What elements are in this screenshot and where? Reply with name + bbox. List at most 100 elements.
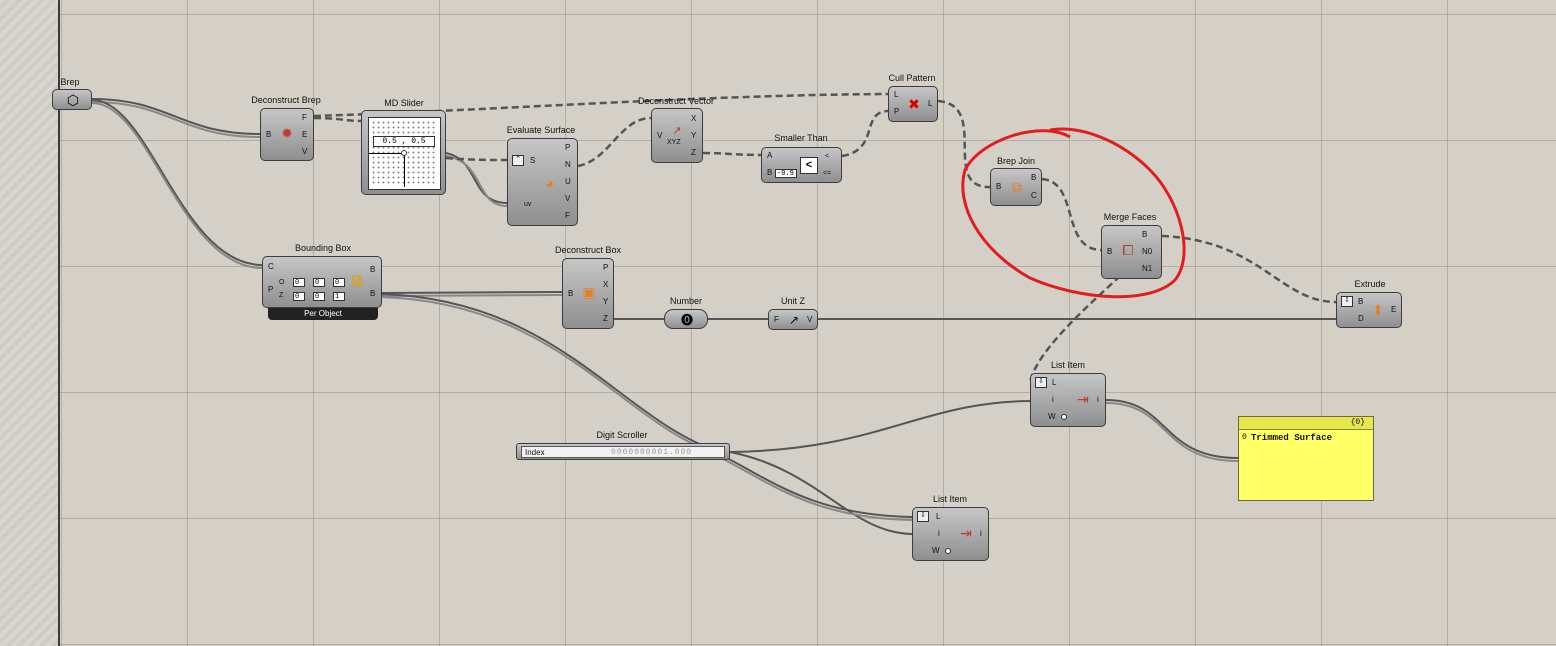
less-than-icon: < — [800, 157, 818, 174]
unit-z-icon: ↗ — [788, 313, 800, 327]
digit-scroller-title: Digit Scroller — [596, 430, 648, 440]
deconstruct-brep-component[interactable]: B ✹ F E V — [260, 108, 314, 161]
slider-handle[interactable] — [401, 150, 407, 156]
input-b: B — [767, 168, 773, 177]
input-l: L — [894, 90, 899, 99]
number-param[interactable]: ⓿ — [664, 309, 708, 329]
list-item-icon: ⇥ — [1077, 391, 1089, 407]
input-l: L — [1052, 378, 1057, 387]
origin-z[interactable]: 0 — [333, 278, 345, 287]
input-b: B — [568, 289, 574, 298]
hexagon-icon: ⬡ — [66, 92, 80, 108]
output-n: N — [565, 160, 571, 169]
b-value-field[interactable]: -0.9 — [775, 169, 797, 178]
output-lt: < — [825, 153, 830, 160]
input-l: L — [936, 512, 941, 521]
input-b: B — [1358, 297, 1364, 306]
evaluate-surface-title: Evaluate Surface — [506, 125, 576, 135]
list-item-1-title: List Item — [1050, 360, 1085, 370]
surface-point-icon: ◕ — [545, 175, 555, 191]
brep-join-component[interactable]: B ⧉ B C — [990, 168, 1042, 206]
output-z: Z — [603, 314, 608, 323]
list-item-2-title: List Item — [932, 494, 967, 504]
vector-arrow-icon: ↗ — [672, 125, 682, 137]
output-b2: B — [370, 289, 376, 298]
deconstruct-vector-component[interactable]: V ↗ XYZ X Y Z — [651, 108, 703, 163]
output-b1: B — [370, 265, 376, 274]
output-e: E — [1391, 305, 1397, 314]
deconstruct-box-component[interactable]: B ▣ P X Y Z — [562, 258, 614, 329]
merge-faces-icon: ⧠ — [1122, 242, 1134, 258]
wrap-toggle[interactable] — [1061, 414, 1067, 420]
smaller-than-component[interactable]: A B -0.9 < < <= — [761, 147, 842, 183]
output-e: E — [302, 130, 308, 139]
annotation-circle — [961, 127, 1186, 299]
input-a: A — [767, 151, 773, 160]
origin-y[interactable]: 0 — [313, 278, 325, 287]
input-f: F — [774, 315, 779, 324]
output-i: i — [980, 529, 982, 538]
output-n1: N1 — [1142, 264, 1153, 273]
evaluate-surface-component[interactable]: ⌃ S uv ◕ P N U V F — [507, 138, 578, 226]
origin-x[interactable]: 0 — [293, 278, 305, 287]
input-i: i — [1052, 395, 1054, 404]
digit-scroller[interactable]: Index 0000000001.000 — [516, 443, 730, 460]
scroller-digits[interactable]: 0000000001.000 — [611, 448, 693, 457]
output-v: V — [302, 147, 308, 156]
flatten-icon[interactable]: ⇩ — [917, 511, 929, 522]
output-p: P — [603, 263, 609, 272]
smaller-than-title: Smaller Than — [774, 133, 828, 143]
output-v: V — [565, 194, 571, 203]
input-p: P — [894, 107, 900, 116]
zaxis-z[interactable]: 1 — [333, 292, 345, 301]
output-le: <= — [823, 170, 832, 177]
reparam-icon[interactable]: ⌃ — [512, 155, 524, 166]
flatten-icon[interactable]: ⇩ — [1341, 296, 1353, 307]
flatten-icon[interactable]: ⇩ — [1035, 377, 1047, 388]
wrap-toggle[interactable] — [945, 548, 951, 554]
deconstruct-brep-title: Deconstruct Brep — [251, 95, 321, 105]
output-panel[interactable]: {0} 0 Trimmed Surface — [1238, 416, 1374, 501]
zaxis-y[interactable]: 0 — [313, 292, 325, 301]
output-x: X — [691, 114, 697, 123]
merge-faces-component[interactable]: B ⧠ B N0 N1 — [1101, 225, 1162, 279]
extrude-icon: ⬆ — [1372, 302, 1384, 318]
cull-x-icon: ✖ — [908, 96, 920, 112]
output-n0: N0 — [1142, 247, 1153, 256]
brep-join-icon: ⧉ — [1012, 179, 1022, 195]
md-slider-title: MD Slider — [384, 98, 424, 108]
xyz-label: XYZ — [667, 139, 681, 146]
input-v: V — [657, 131, 663, 140]
output-p: P — [565, 143, 571, 152]
input-w: W — [1048, 412, 1056, 421]
brep-param[interactable]: ⬡ — [52, 89, 92, 110]
bounding-box-mode-footer[interactable]: Per Object — [268, 308, 378, 320]
box-icon: ▣ — [582, 284, 596, 300]
input-c: C — [268, 262, 274, 271]
extrude-title: Extrude — [1354, 279, 1386, 289]
bounding-box-component[interactable]: C P O 0 0 0 Z 0 0 1 ⚄ B B — [262, 256, 382, 308]
md-slider[interactable]: 0.5 , 0.5 — [361, 110, 446, 195]
unit-z-title: Unit Z — [780, 296, 805, 306]
unit-z-component[interactable]: F ↗ V — [768, 309, 818, 330]
slider-value: 0.5 , 0.5 — [373, 136, 435, 147]
output-l: L — [928, 99, 933, 108]
input-s: S — [530, 156, 536, 165]
scroller-label: Index — [525, 448, 545, 457]
list-item-1-component[interactable]: ⇩ L i W ⇥ i — [1030, 373, 1106, 427]
brep-explode-icon: ✹ — [281, 125, 293, 141]
deconstruct-vector-title: Deconstruct Vector — [637, 96, 715, 106]
cull-pattern-component[interactable]: L P ✖ L — [888, 86, 938, 122]
zaxis-label: Z — [279, 292, 284, 299]
zaxis-x[interactable]: 0 — [293, 292, 305, 301]
list-item-icon: ⇥ — [960, 525, 972, 541]
input-p: P — [268, 285, 274, 294]
extrude-component[interactable]: ⇩ B D ⬆ E — [1336, 292, 1402, 328]
input-b: B — [996, 182, 1002, 191]
bounding-box-title: Bounding Box — [294, 243, 352, 253]
origin-label: O — [279, 279, 285, 286]
output-f: F — [565, 211, 570, 220]
input-b: B — [1107, 247, 1113, 256]
slider-area[interactable]: 0.5 , 0.5 — [368, 117, 441, 190]
list-item-2-component[interactable]: ⇩ L i W ⇥ i — [912, 507, 989, 561]
